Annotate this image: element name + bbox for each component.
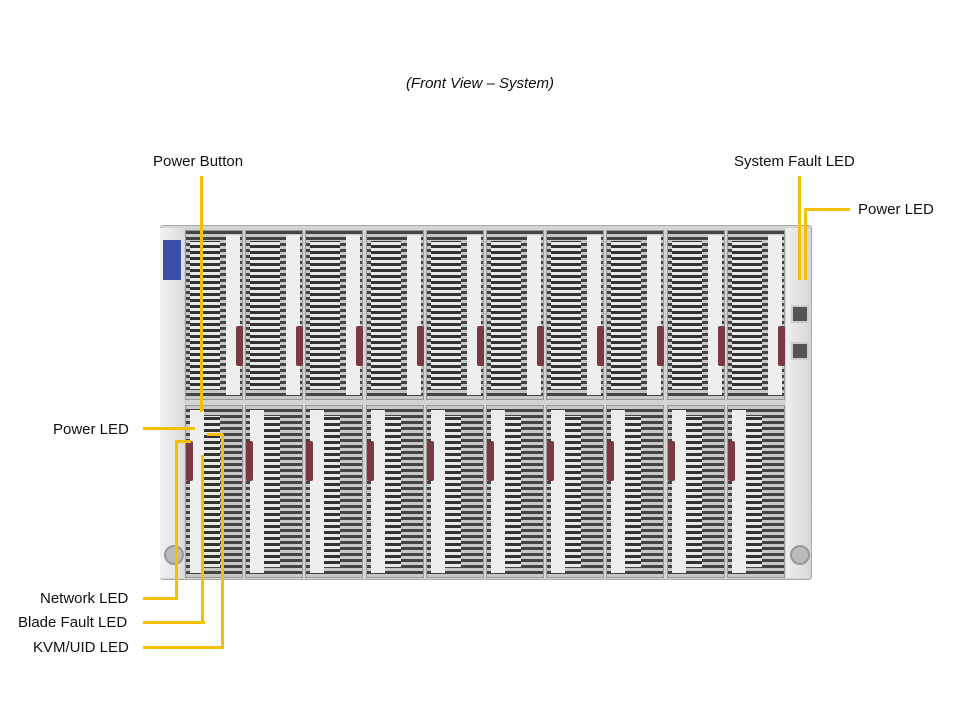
blade-led-panel [707, 235, 722, 395]
blade-led-panel [551, 410, 566, 573]
blade-release-handle[interactable] [597, 326, 605, 366]
blade-led-panel [527, 235, 541, 395]
vent-grill [190, 241, 220, 389]
vent-grill [731, 241, 762, 389]
blade-led-panel [346, 235, 361, 395]
leader-network-led-v [175, 440, 178, 600]
vent-grill [551, 241, 582, 389]
blade-module [185, 405, 243, 578]
blade-release-handle[interactable] [426, 441, 434, 481]
blade-release-handle[interactable] [296, 326, 304, 366]
blade-led-panel [611, 410, 626, 573]
blade-led-panel [491, 410, 505, 573]
blade-release-handle[interactable] [547, 441, 555, 481]
label-network-led: Network LED [40, 590, 129, 607]
label-kvm-uid-led: KVM/UID LED [33, 639, 129, 656]
label-power-led-right: Power LED [858, 201, 934, 218]
vent-grill [611, 241, 642, 389]
vent-grill [491, 241, 521, 389]
blade-led-panel [190, 410, 204, 573]
vent-grill [671, 241, 702, 389]
label-power-led-left: Power LED [53, 421, 129, 438]
right-thumbscrew [790, 545, 810, 565]
blade-release-handle[interactable] [727, 441, 735, 481]
blade-module [726, 230, 785, 400]
leader-system-fault-led [798, 176, 801, 280]
leader-kvm-uid-led-h2 [207, 433, 223, 436]
leader-blade-fault-led-h [143, 621, 205, 624]
blade-module [305, 230, 364, 400]
blade-led-panel [310, 410, 325, 573]
vent-grill [250, 241, 281, 389]
leader-power-led-right-v [804, 208, 807, 280]
diagram-title: (Front View – System) [405, 75, 555, 92]
blade-module [606, 405, 665, 578]
blade-release-handle[interactable] [366, 441, 374, 481]
blade-module [486, 230, 544, 400]
blade-led-panel [250, 410, 265, 573]
blade-release-handle[interactable] [607, 441, 615, 481]
blade-module [546, 230, 605, 400]
blade-module [425, 405, 484, 578]
blade-led-panel [671, 410, 686, 573]
blade-led-panel [587, 235, 602, 395]
blade-release-handle[interactable] [537, 326, 544, 366]
blade-led-panel [226, 235, 240, 395]
blade-module [305, 405, 364, 578]
leader-power-led-right-h [805, 208, 850, 211]
left-thumbscrew [164, 545, 184, 565]
blade-module [726, 405, 785, 578]
blade-release-handle[interactable] [356, 326, 364, 366]
blade-release-handle[interactable] [186, 441, 193, 481]
leader-power-button [200, 176, 203, 412]
blade-release-handle[interactable] [777, 326, 785, 366]
vent-grill [370, 241, 401, 389]
blade-module [245, 230, 304, 400]
blade-module [365, 230, 424, 400]
blade-module [546, 405, 605, 578]
blade-module [486, 405, 544, 578]
blade-release-handle[interactable] [476, 326, 484, 366]
blade-led-panel [466, 235, 481, 395]
chassis-right-ear [786, 228, 810, 578]
chassis-left-ear [160, 228, 184, 578]
blade-release-handle[interactable] [487, 441, 494, 481]
blade-release-handle[interactable] [717, 326, 725, 366]
label-blade-fault-led: Blade Fault LED [18, 614, 128, 631]
leader-blade-fault-led-v [201, 455, 204, 624]
blade-module [425, 230, 484, 400]
blade-module [606, 230, 665, 400]
blade-release-handle[interactable] [246, 441, 254, 481]
blade-led-panel [767, 235, 782, 395]
vent-grill [310, 241, 341, 389]
chassis-logo [163, 240, 181, 280]
leader-power-led-left [143, 427, 195, 430]
blade-module [666, 405, 725, 578]
blade-led-panel [647, 235, 662, 395]
leader-network-led-h2 [175, 440, 191, 443]
blade-release-handle[interactable] [657, 326, 665, 366]
blade-module [185, 230, 243, 400]
blade-led-panel [286, 235, 301, 395]
blade-led-panel [430, 410, 445, 573]
leader-kvm-uid-led-v [221, 434, 224, 649]
label-power-button: Power Button [153, 153, 244, 170]
leader-kvm-uid-led-h [143, 646, 224, 649]
label-system-fault-led: System Fault LED [734, 153, 855, 170]
blade-led-panel [406, 235, 421, 395]
leader-network-led-h [143, 597, 178, 600]
blade-led-panel [370, 410, 385, 573]
blade-release-handle[interactable] [667, 441, 675, 481]
blade-module [245, 405, 304, 578]
ethernet-port-2 [791, 342, 809, 360]
blade-release-handle[interactable] [306, 441, 314, 481]
ethernet-port-1 [791, 305, 809, 323]
blade-module [666, 230, 725, 400]
blade-release-handle[interactable] [416, 326, 424, 366]
blade-module [365, 405, 424, 578]
blade-led-panel [731, 410, 746, 573]
blade-release-handle[interactable] [236, 326, 243, 366]
vent-grill [430, 241, 461, 389]
